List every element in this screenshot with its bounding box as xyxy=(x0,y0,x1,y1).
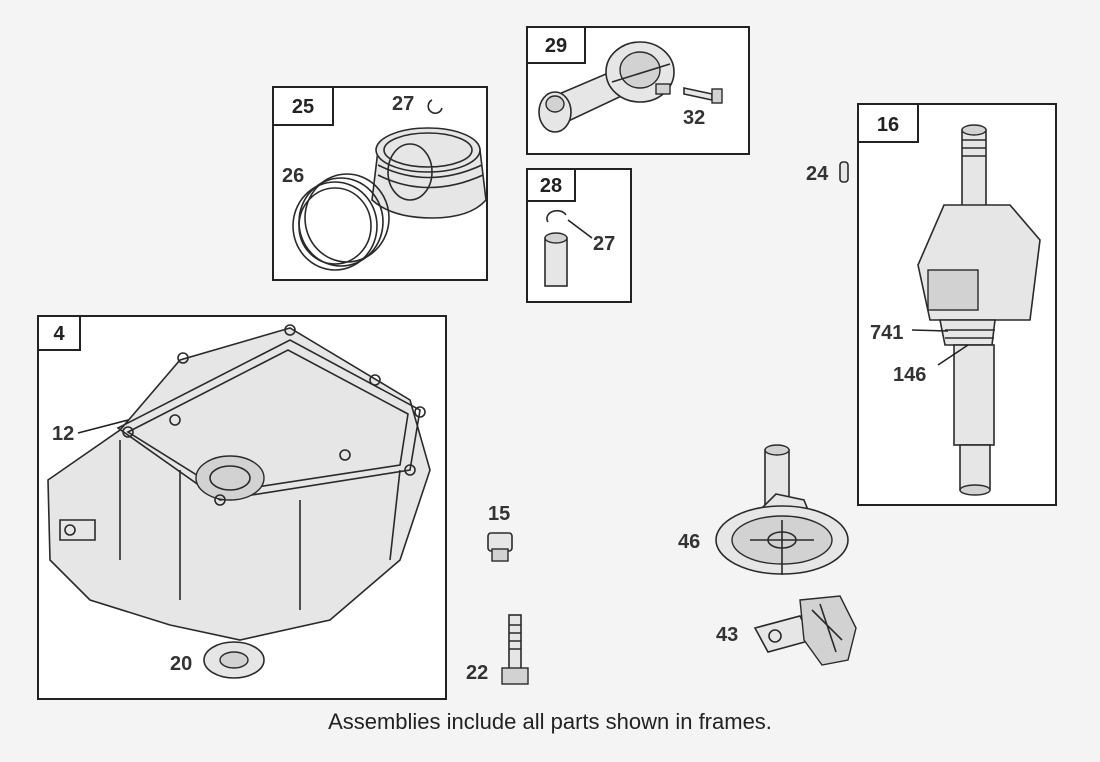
callout-27-top: 27 xyxy=(392,93,414,115)
pin-clip-icon xyxy=(546,209,567,223)
callout-22: 22 xyxy=(466,662,488,684)
connecting-rod-part xyxy=(538,41,675,133)
oil-seal-part xyxy=(203,641,265,679)
callout-146: 146 xyxy=(893,364,926,386)
callout-46: 46 xyxy=(678,531,700,553)
piston-rings-part xyxy=(292,173,390,271)
crankshaft-part xyxy=(917,124,1041,496)
callout-26: 26 xyxy=(282,165,304,187)
callout-43: 43 xyxy=(716,624,738,646)
piston-part xyxy=(371,127,487,219)
frame-29-label: 29 xyxy=(545,35,567,57)
frame-25-label: 25 xyxy=(292,96,314,118)
frame-16-crankshaft: 16 741 146 xyxy=(857,103,1057,506)
plug-15: 15 xyxy=(487,503,513,562)
frame-4-label: 4 xyxy=(53,323,65,345)
frame-16-label: 16 xyxy=(877,114,899,136)
frame-28-piston-pin: 28 27 xyxy=(526,168,632,303)
frame-29-connecting-rod: 29 32 xyxy=(526,26,750,155)
camshaft-46: 46 xyxy=(678,444,849,575)
callout-27-pin: 27 xyxy=(593,233,615,255)
retaining-clip-icon xyxy=(427,99,443,114)
piston-pin-part xyxy=(544,232,568,287)
caption-note: Assemblies include all parts shown in fr… xyxy=(328,709,772,734)
callout-741: 741 xyxy=(870,322,903,344)
callout-20: 20 xyxy=(170,653,192,675)
frame-28-label: 28 xyxy=(540,175,562,197)
rod-bolt-part xyxy=(683,87,723,104)
callout-15: 15 xyxy=(488,503,510,525)
bolt-22: 22 xyxy=(466,614,529,685)
crankcase-sump-part xyxy=(47,324,431,641)
governor-43: 43 xyxy=(716,595,857,666)
frame-25-piston-assembly: 25 27 26 xyxy=(272,86,488,281)
frame-4-sump: 4 12 20 xyxy=(37,315,447,700)
callout-24: 24 xyxy=(806,163,829,185)
key-24: 24 xyxy=(806,161,849,185)
callout-12: 12 xyxy=(52,423,74,445)
callout-32: 32 xyxy=(683,107,705,129)
